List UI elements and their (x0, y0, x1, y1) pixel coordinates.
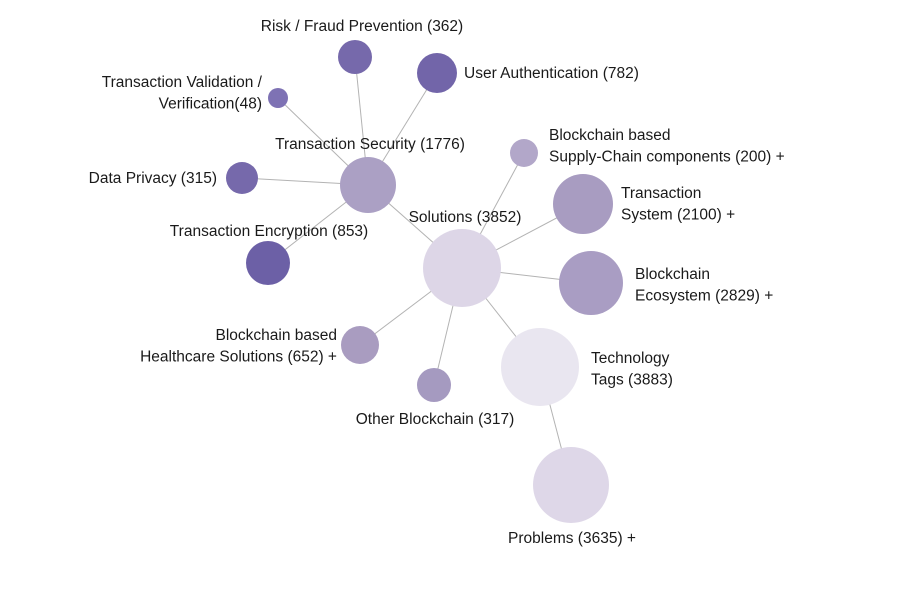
node-user-authentication-label: User Authentication (782) (464, 65, 639, 82)
node-user-authentication-bubble[interactable] (417, 53, 457, 93)
node-blockchain-ecosystem-bubble[interactable] (559, 251, 623, 315)
node-other-blockchain-label: Other Blockchain (317) (356, 411, 515, 428)
node-transaction-system-bubble[interactable] (553, 174, 613, 234)
node-other-blockchain-bubble[interactable] (417, 368, 451, 402)
labels-layer: Risk / Fraud Prevention (362) User Authen… (89, 18, 785, 547)
node-blockchain-healthcare-solutions-bubble[interactable] (341, 326, 379, 364)
node-transaction-security-bubble[interactable] (340, 157, 396, 213)
node-transaction-encryption-label: Transaction Encryption (853) (170, 223, 368, 240)
nodes-layer (226, 40, 623, 523)
node-problems-label: Problems (3635) + (508, 530, 636, 547)
node-data-privacy-label: Data Privacy (315) (89, 170, 217, 187)
node-problems-bubble[interactable] (533, 447, 609, 523)
node-transaction-encryption-bubble[interactable] (246, 241, 290, 285)
node-solutions-bubble[interactable] (423, 229, 501, 307)
node-transaction-validation-verification-label: Transaction Validation /Verification(48) (102, 74, 263, 113)
node-risk-fraud-prevention-label: Risk / Fraud Prevention (362) (261, 18, 463, 35)
node-solutions-label: Solutions (3852) (409, 209, 522, 226)
node-risk-fraud-prevention-bubble[interactable] (338, 40, 372, 74)
node-technology-tags-bubble[interactable] (501, 328, 579, 406)
node-transaction-security-label: Transaction Security (1776) (275, 136, 465, 153)
node-blockchain-supply-chain-components-bubble[interactable] (510, 139, 538, 167)
node-data-privacy-bubble[interactable] (226, 162, 258, 194)
node-transaction-validation-verification-bubble[interactable] (268, 88, 288, 108)
